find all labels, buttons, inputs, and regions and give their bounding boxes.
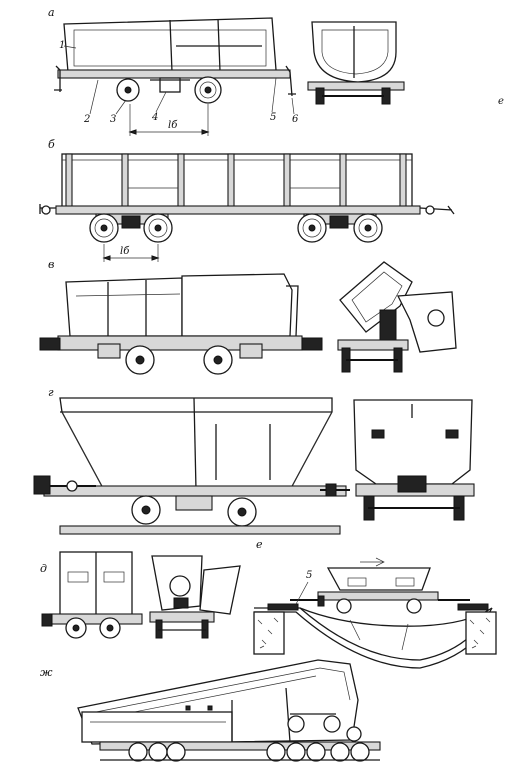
car-a-axle <box>124 86 132 94</box>
callout-1-leader <box>63 45 77 49</box>
car-e-hopper <box>326 567 431 591</box>
car-a-wheel-hub <box>199 81 217 99</box>
car-d-side-view <box>41 551 143 639</box>
car-d-tipping-end-view <box>149 555 241 639</box>
car-a-frame <box>57 69 291 79</box>
section-zh: ж <box>40 659 381 762</box>
callout-5: 5 <box>270 112 276 123</box>
dimension-a-wheelbase: lб <box>128 104 210 136</box>
section-letter-d: д <box>40 562 47 575</box>
section-e: е <box>253 538 497 669</box>
car-a-end-view <box>307 21 405 105</box>
callout-3: 3 <box>110 114 116 125</box>
car-zh-frame <box>99 741 381 751</box>
car-b-body <box>61 153 413 211</box>
car-a-axlebox <box>159 77 181 93</box>
section-letter-zh: ж <box>40 666 53 679</box>
car-e-foundation-right <box>465 611 497 655</box>
car-b-side-view <box>39 153 455 243</box>
car-zh-drawing <box>77 659 381 762</box>
section-a: а 1 2 3 4 5 6 <box>48 6 504 136</box>
car-v-body-left <box>65 277 183 337</box>
section-d: д <box>40 551 241 639</box>
car-b-bogie-right <box>297 213 383 243</box>
car-e-foundation-left <box>253 611 285 655</box>
car-a-rib <box>217 18 221 72</box>
car-e-direction-arrow <box>360 557 385 567</box>
car-e-frame <box>317 591 439 601</box>
section-b: б <box>39 138 455 262</box>
section-v: в <box>39 258 457 375</box>
callout-4: 4 <box>151 112 158 123</box>
car-b-coupler-right <box>419 205 455 215</box>
car-g-side-view <box>33 397 350 535</box>
callout-2: 2 <box>83 114 90 125</box>
car-b-bogie-left <box>89 213 173 243</box>
car-g-frame <box>43 485 347 497</box>
car-e-rail-right <box>457 603 489 611</box>
car-v-buffer-left <box>39 337 61 351</box>
car-g-rail <box>59 525 341 535</box>
car-a-coupler-left <box>54 65 62 92</box>
car-v-side-view <box>39 273 323 375</box>
callout-4-leader <box>155 91 167 113</box>
callout-e-5-leader <box>295 581 309 605</box>
dim-label-b: lб <box>120 246 130 257</box>
callout-e-5: 5 <box>306 570 312 581</box>
dim-label-a: lб <box>168 120 178 131</box>
section-g: г <box>33 386 475 535</box>
dim-arrows <box>128 129 210 135</box>
car-a-axle <box>204 86 212 94</box>
section-letter-v: в <box>48 258 54 271</box>
car-zh-wheels <box>128 742 370 762</box>
car-g-end-view <box>353 399 475 521</box>
car-e-track-lower <box>254 607 493 661</box>
callout-5-leader <box>271 77 277 113</box>
callout-3-leader <box>115 99 127 115</box>
car-g-coupler-left <box>33 475 96 495</box>
car-a-end-frame <box>307 81 405 91</box>
car-a-rib <box>169 19 173 73</box>
car-e-drawing <box>253 557 497 669</box>
dimension-b-wheelbase: lб <box>102 244 160 262</box>
section-letter-a: а <box>48 6 55 19</box>
car-a-side-view <box>54 17 296 104</box>
callout-6: 6 <box>292 114 299 125</box>
car-e-rail-left <box>267 603 299 611</box>
car-b-frame <box>55 205 421 215</box>
car-e-track-upper <box>299 607 493 627</box>
section-letter-e: е <box>256 538 263 551</box>
callout-6-leader <box>291 97 295 115</box>
car-g-coupler-right <box>320 483 350 497</box>
car-a-end-tub-inner <box>321 29 389 75</box>
car-v-tipper-frame <box>396 291 457 353</box>
car-d-tipped-door <box>199 565 241 615</box>
callout-2-leader <box>89 79 99 115</box>
callout-1: 1 <box>59 40 65 51</box>
section-letter-g: г <box>48 386 54 399</box>
car-v-body-right <box>181 273 293 337</box>
section-letter-b: б <box>48 138 55 151</box>
car-g-end-body <box>353 399 473 485</box>
car-v-frame <box>57 335 303 351</box>
car-a-coupler-right <box>285 65 296 97</box>
car-v-tipped-end-view <box>337 261 457 373</box>
car-v-end-frame <box>337 339 409 351</box>
car-zh-lower-hull <box>81 711 233 743</box>
car-v-buffer-right <box>301 337 323 351</box>
stray-mark: е <box>498 96 504 107</box>
